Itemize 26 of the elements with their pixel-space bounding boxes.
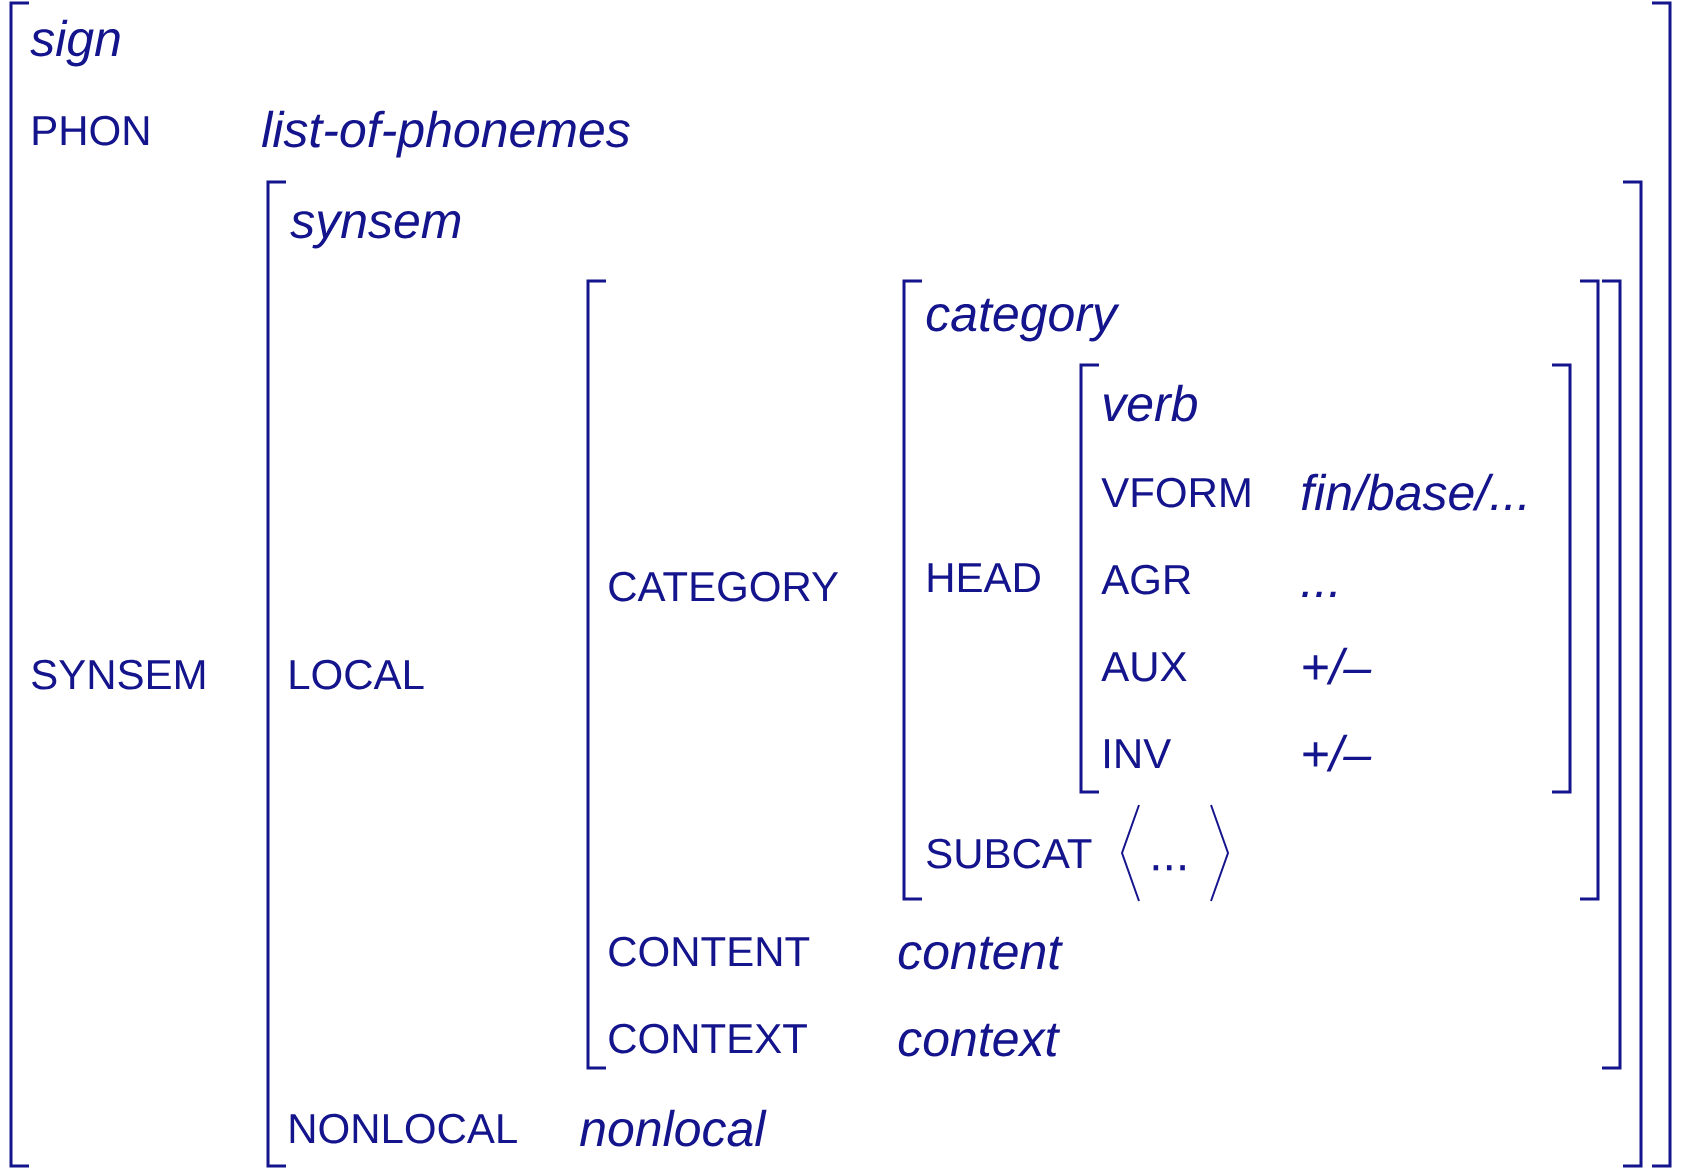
type-label: synsem [290,211,461,249]
feature-value: +/– [1303,734,1372,772]
feature-name: CONTEXT [609,1023,807,1054]
feature-name: INV [1105,739,1172,769]
feature-name: AGR [1101,564,1191,595]
feature-value: content [898,936,1063,970]
feature-name: VFORM [1101,477,1250,508]
feature-value: fin/base/... [1301,473,1525,511]
type-label: category [926,298,1120,342]
type-label: verb [1103,384,1197,422]
type-label: sign [30,19,120,67]
feature-value: context [898,1023,1061,1057]
feature-value: +/– [1303,647,1372,685]
feature-name: CONTENT [609,936,810,967]
feature-name: SYNSEM [32,659,205,690]
feature-name: AUX [1101,652,1187,682]
list-value: ... [1120,804,1230,902]
feature-value: list-of-phonemes [262,110,630,158]
feature-name: HEAD [928,563,1040,593]
feature-value: nonlocal [580,1109,767,1147]
feature-name: PHON [33,115,149,146]
feature-value: ... [1302,591,1336,597]
feature-name: CATEGORY [609,571,839,602]
feature-name: SUBCAT [927,838,1092,869]
feature-name: NONLOCAL [290,1113,517,1144]
feature-name: LOCAL [290,659,424,690]
